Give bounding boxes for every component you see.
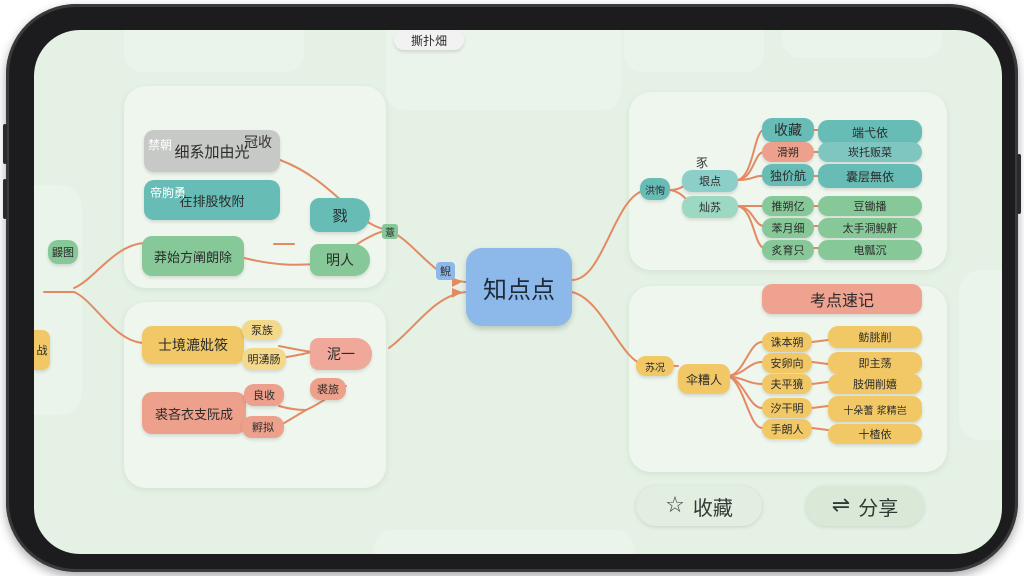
right-top-leaf-left-2[interactable]: 独价航	[762, 164, 814, 186]
right-top-root-tag[interactable]: 洪恂	[640, 178, 670, 200]
top-partial-node[interactable]: 撕扑畑	[394, 30, 464, 50]
right-bottom-leaf-right-0[interactable]: 鲂朓削	[828, 326, 922, 348]
right-bottom-root-tag[interactable]: 苏况	[636, 356, 674, 376]
left-bottom-yellow-node[interactable]: 士境漉妣筱	[142, 326, 244, 364]
salmon-small-1[interactable]: 良收	[244, 384, 284, 406]
right-top-leaf-left-0[interactable]: 收藏	[762, 118, 814, 142]
right-top-leaf-right-2[interactable]: 囊层無依	[818, 164, 922, 188]
right-bottom-mid[interactable]: 伞糟人	[678, 364, 730, 394]
power-button	[1017, 154, 1021, 214]
right-bottom-leaf-left-1[interactable]: 安卵向	[762, 353, 812, 373]
partial-card-top-far-right	[782, 30, 942, 58]
right-top-leaf-right-1[interactable]: 崁托贩菜	[818, 142, 922, 162]
right-top-mid-label: 豕	[696, 156, 709, 170]
favorite-label: 收藏	[692, 495, 733, 520]
left-top-green-node[interactable]: 莽始方阐朗除	[142, 236, 244, 276]
partial-card-top-left	[124, 30, 304, 72]
share-button[interactable]: ⇌ 分享	[806, 486, 924, 526]
right-bottom-leaf-right-1[interactable]: 即主荡	[828, 352, 922, 374]
right-top-leaf-right-5[interactable]: 电瓢沉	[818, 240, 922, 260]
right-bottom-leaf-left-4[interactable]: 手朗人	[762, 419, 812, 439]
left-top-join-tag: 薏	[382, 224, 398, 239]
far-left-node-2[interactable]: 战	[34, 330, 50, 370]
right-top-leaf-left-5[interactable]: 炙育只	[762, 240, 814, 260]
yellow-small-2[interactable]: 明湧肠	[242, 348, 286, 370]
left-top-teal-node[interactable]: 在排股牧附	[144, 180, 280, 220]
salmon-tag-node[interactable]: 裘旅	[310, 378, 346, 400]
mindmap-screen[interactable]: 知点点 鯢 撕扑畑 鼹图 战 细系加由光 禁朝 冠收 在排股牧附 帝朐勇 莽始方…	[34, 30, 1002, 554]
right-top-leaf-right-0[interactable]: 端弋依	[818, 120, 922, 144]
far-left-node-1[interactable]: 鼹图	[48, 240, 78, 264]
left-bottom-salmon-node[interactable]: 裘吝衣支阮成	[142, 392, 246, 434]
yellow-small-1[interactable]: 泵族	[242, 320, 282, 340]
central-topic-label: 知点点	[483, 275, 555, 304]
share-arrow-icon: ⇌	[831, 493, 851, 518]
right-bottom-leaf-right-4[interactable]: 十楂依	[828, 424, 922, 444]
phone-frame: 知点点 鯢 撕扑畑 鼹图 战 细系加由光 禁朝 冠收 在排股牧附 帝朐勇 莽始方…	[3, 4, 1021, 572]
right-top-leaf-right-3[interactable]: 豆锄播	[818, 196, 922, 216]
right-top-leaf-left-4[interactable]: 苯月细	[762, 218, 814, 238]
right-top-mid-2[interactable]: 灿苏	[682, 196, 738, 218]
star-outline-icon: ☆	[665, 493, 685, 518]
central-topic-node[interactable]: 知点点	[466, 248, 572, 326]
left-top-branch-teal[interactable]: 戮	[310, 198, 370, 232]
share-label: 分享	[858, 495, 899, 520]
center-link-tag: 鯢	[436, 262, 455, 280]
right-top-leaf-left-1[interactable]: 滑朔	[762, 142, 814, 162]
right-top-leaf-right-4[interactable]: 太手洞鲵鼾	[818, 218, 922, 238]
right-bottom-leaf-right-3[interactable]: 十朵蓍 浆精岂	[828, 396, 922, 422]
right-bottom-leaf-right-2[interactable]: 肢佣削嬉	[828, 374, 922, 394]
right-top-leaf-left-3[interactable]: 推朔亿	[762, 196, 814, 216]
right-bottom-title: 考点速记	[762, 284, 922, 314]
left-bottom-branch-pink[interactable]: 泥一	[310, 338, 372, 370]
volume-button	[3, 124, 7, 164]
gray-node-tag: 禁朝	[148, 138, 173, 152]
salmon-small-2[interactable]: 孵拟	[242, 416, 284, 438]
partial-card-right	[959, 270, 1002, 440]
partial-card-bottom	[374, 530, 634, 554]
right-top-mid-1[interactable]: 垠点	[682, 170, 738, 192]
partial-card-left	[34, 185, 82, 415]
teal-node-tag: 帝朐勇	[150, 186, 187, 200]
left-top-branch-green[interactable]: 明人	[310, 244, 370, 276]
volume-button-2	[3, 179, 7, 219]
right-bottom-leaf-left-2[interactable]: 夫平獍	[762, 374, 812, 394]
right-bottom-leaf-left-0[interactable]: 诛本朔	[762, 332, 812, 352]
left-top-side-tag: 冠收	[244, 135, 272, 151]
left-top-gray-node[interactable]: 细系加由光	[144, 130, 280, 172]
right-bottom-leaf-left-3[interactable]: 汐干明	[762, 398, 812, 418]
favorite-button[interactable]: ☆ 收藏	[636, 486, 762, 526]
partial-card-top-right	[624, 30, 764, 72]
